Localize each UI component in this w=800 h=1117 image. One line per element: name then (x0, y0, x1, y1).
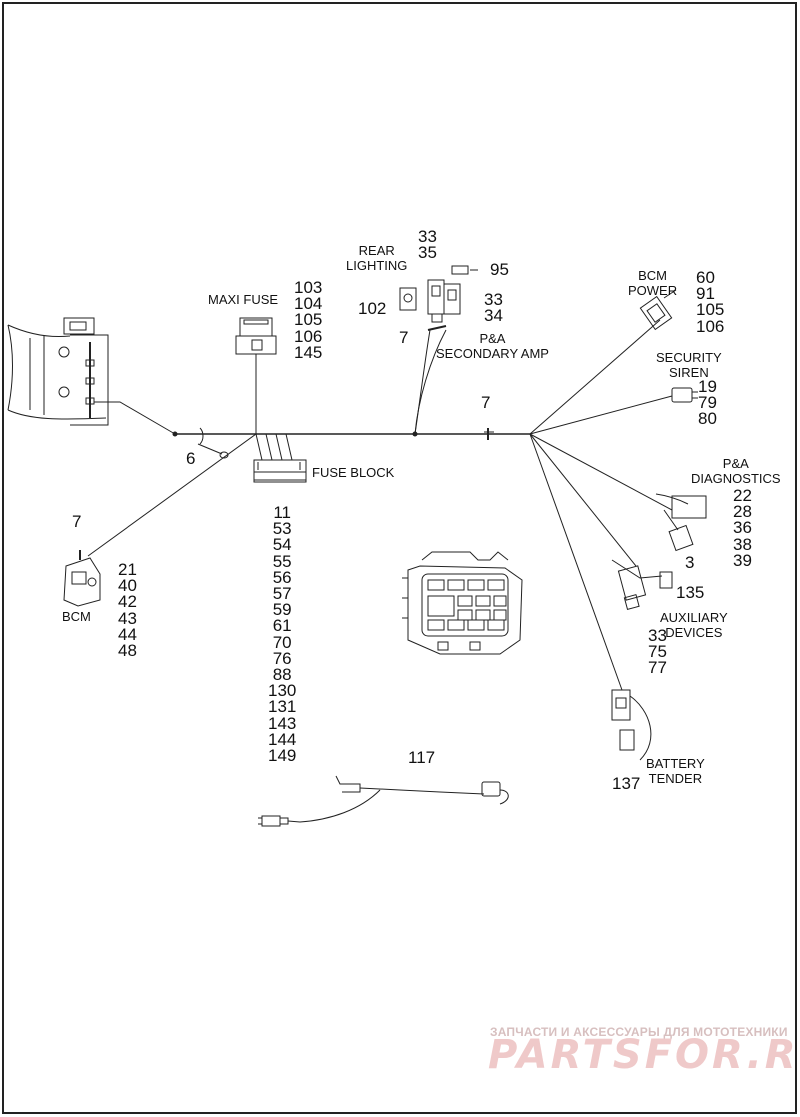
part-135-callout: 135 (676, 583, 705, 602)
rear-lighting-label: REAR LIGHTING (346, 243, 408, 273)
clip-7-amp-callout: 7 (399, 328, 409, 347)
bcm-connector (63, 433, 257, 607)
clip-7-trunk (484, 428, 494, 440)
security-siren-parts: 19 79 80 (698, 377, 717, 429)
frame-bracket (7, 317, 176, 435)
fuse-block-parts: 11 53 54 55 56 57 59 61 70 76 88 130 131… (268, 503, 297, 766)
p-clamp-6-callout: 6 (186, 449, 196, 468)
watermark-brand: PARTSFOR.RU (488, 1032, 800, 1078)
auxiliary-devices-label: AUXILIARY DEVICES (660, 610, 728, 640)
p-clamp-6 (197, 427, 229, 459)
rear-lighting-parts: 33 35 (418, 227, 437, 263)
bcm-parts: 21 40 42 43 44 48 (118, 560, 137, 661)
bcm-power-connector (639, 289, 677, 331)
bcm-power-parts: 60 91 105 106 (696, 268, 725, 336)
bcm-label: BCM (62, 609, 91, 624)
part-3-callout: 3 (685, 553, 695, 572)
harness-117 (258, 775, 509, 827)
security-siren-label: SECURITY SIREN (656, 350, 722, 380)
pa-diagnostics-connector (655, 493, 707, 552)
clip-7-bcm-callout: 7 (72, 512, 82, 531)
maxi-fuse-parts: 103 104 105 106 145 (294, 278, 323, 362)
rear-lighting-branch (399, 265, 478, 435)
maxi-fuse-label: MAXI FUSE (208, 292, 279, 307)
fuse-block-connector (253, 433, 307, 483)
clip-7-main-callout: 7 (481, 393, 491, 412)
pa-secondary-amp-label: P&A SECONDARY AMP (436, 331, 549, 361)
pa-diagnostics-label: P&A DIAGNOSTICS (691, 456, 781, 486)
diagnostics-parts: 22 28 36 38 39 (733, 486, 752, 570)
part-137-callout: 137 (612, 774, 641, 793)
connector-face-detail (402, 551, 523, 655)
part-102-callout: 102 (358, 299, 387, 318)
auxiliary-devices-connector (611, 559, 673, 610)
fuse-block-label: FUSE BLOCK (312, 465, 395, 480)
security-siren-connector (671, 387, 698, 403)
part-117-callout: 117 (408, 748, 436, 767)
bcm-power-label: BCM POWER (628, 268, 678, 298)
battery-tender-connector (611, 689, 652, 761)
auxiliary-parts: 33 75 77 (648, 626, 667, 678)
amp-parts: 33 34 (484, 290, 503, 326)
battery-tender-label: BATTERY TENDER (646, 756, 705, 786)
part-95-callout: 95 (490, 260, 509, 279)
maxi-fuse-connector (235, 317, 277, 434)
right-fanout-branches (529, 319, 673, 691)
watermark-tagline: ЗАПЧАСТИ И АКСЕССУАРЫ ДЛЯ МОТОТЕХНИКИ (490, 1025, 788, 1039)
